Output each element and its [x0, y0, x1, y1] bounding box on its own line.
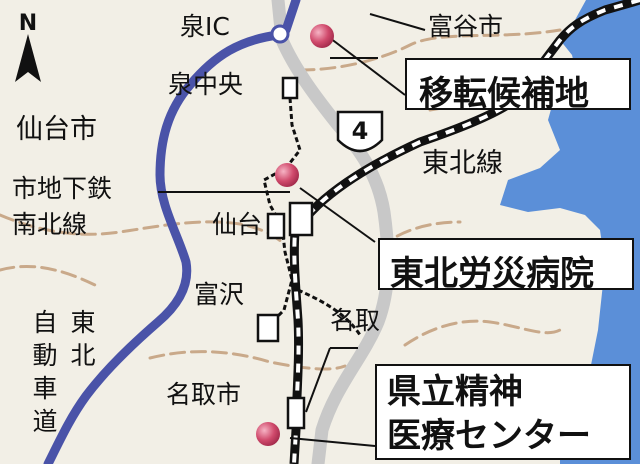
label-natori-station: 名取 — [330, 306, 381, 335]
tohoku-expressway — [43, 0, 301, 464]
label-sendai-station: 仙台 — [212, 210, 263, 239]
sea-water — [500, 0, 640, 464]
station-icon — [281, 76, 299, 100]
north-arrow-icon: N — [15, 11, 41, 82]
label-izumi-ic: 泉IC — [180, 12, 230, 41]
label-subway-line-1: 市地下鉄 — [12, 174, 113, 203]
hospital-markers — [256, 24, 334, 446]
hospital-marker-icon — [310, 24, 334, 48]
route-4-shield-icon: 4 — [336, 110, 384, 153]
station-icon — [288, 201, 314, 237]
label-tohoku-line: 東北線 — [422, 148, 503, 179]
label-expressway-col2: 東北 — [70, 308, 96, 370]
label-sendai-city: 仙台市 — [16, 114, 97, 145]
station-markers — [256, 76, 314, 430]
callout-rosai-hospital: 東北労災病院 — [378, 238, 634, 294]
callout-relocation-site: 移転候補地 — [405, 58, 631, 114]
station-icon — [286, 396, 306, 430]
callout-mental-center: 県立精神 医療センター — [375, 364, 631, 460]
hospital-marker-icon — [256, 422, 280, 446]
label-izumi-chuo: 泉中央 — [168, 70, 244, 99]
callout-mental-center-line2: 医療センター — [387, 416, 591, 456]
callout-mental-center-line1: 県立精神 — [387, 372, 523, 412]
subway-namboku-line — [262, 97, 302, 324]
route-number: 4 — [352, 117, 369, 145]
station-icon — [266, 212, 286, 240]
callout-leader-lines — [158, 13, 426, 447]
station-icon — [256, 313, 280, 343]
label-natori-city: 名取市 — [166, 380, 242, 409]
interchange-icon — [270, 24, 290, 44]
hospital-marker-icon — [275, 163, 299, 187]
label-expressway-col1: 自動車道 — [32, 308, 58, 436]
jr-tohoku-line — [289, 0, 640, 464]
north-label: N — [19, 11, 37, 36]
label-tomizawa: 富沢 — [194, 280, 245, 309]
national-route-4 — [271, 0, 395, 464]
municipal-boundaries — [0, 28, 562, 371]
label-subway-line-2: 南北線 — [12, 210, 88, 239]
label-tomiya-city: 富谷市 — [428, 12, 504, 41]
